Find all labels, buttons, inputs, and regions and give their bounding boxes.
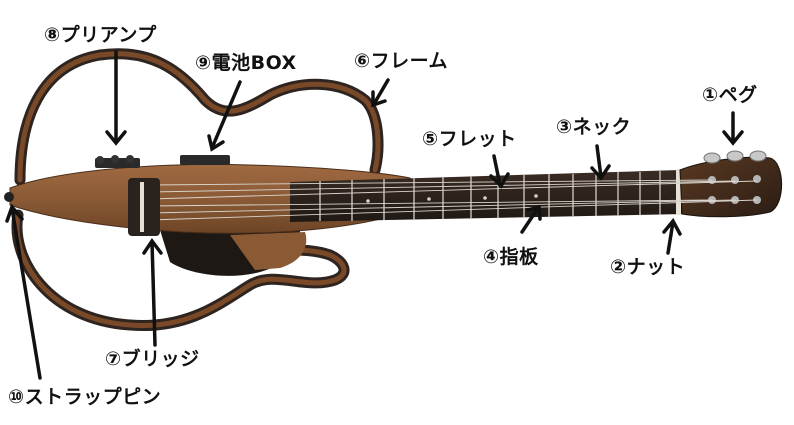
frame-upper-wood (17, 51, 381, 183)
label-strap-pin: ⑩ストラップピン (8, 386, 162, 408)
preamp-controls (95, 155, 140, 168)
label-fret: ⑤フレット (422, 128, 517, 150)
frame-lower-wood (14, 212, 347, 329)
label-nut: ②ナット (610, 256, 686, 278)
battery-box (180, 155, 230, 165)
label-fingerboard: ④指板 (483, 246, 539, 268)
label-neck: ③ネック (556, 116, 632, 138)
lower-wood-brace (230, 232, 307, 270)
strings (149, 179, 758, 221)
headstock (679, 156, 783, 218)
label-battery-box: ⑨電池BOX (195, 52, 297, 74)
fret-markers (366, 194, 538, 203)
annotation-arrows (5, 50, 744, 380)
nut (676, 169, 681, 215)
label-peg: ①ペグ (702, 84, 758, 106)
frets (319, 171, 661, 221)
label-preamp: ⑧プリアンプ (44, 24, 157, 46)
label-bridge: ⑦ブリッジ (105, 348, 200, 370)
strap-pin (4, 192, 14, 202)
label-frame: ⑥フレーム (354, 50, 449, 72)
bridge-saddle (140, 182, 144, 232)
